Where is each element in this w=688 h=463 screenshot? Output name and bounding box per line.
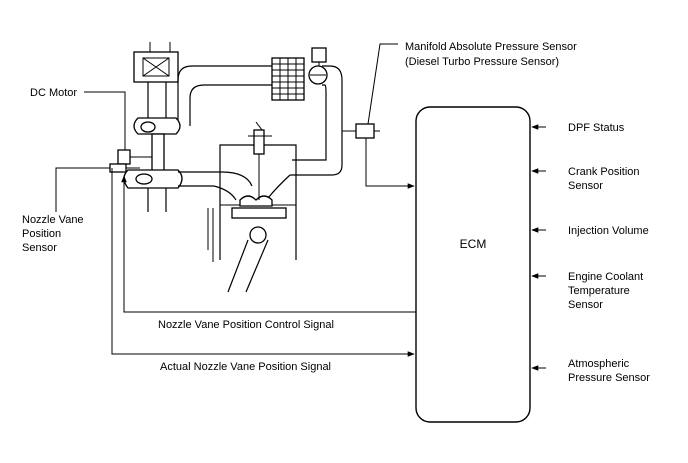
leader-lines xyxy=(55,91,126,212)
control-signal-line xyxy=(121,175,416,313)
map-sensor-label-line1: Manifold Absolute Pressure Sensor xyxy=(405,41,577,53)
ecm-label: ECM xyxy=(460,237,487,251)
coolant-temp-label-line3: Sensor xyxy=(568,299,603,311)
coolant-temp-label-line1: Engine Coolant xyxy=(568,271,643,283)
nozzle-sensor-label-line2: Position xyxy=(22,228,61,240)
nozzle-sensor-label-line1: Nozzle Vane xyxy=(22,214,84,226)
throttle-valve xyxy=(308,47,328,85)
intercooler xyxy=(271,57,305,101)
map-sensor xyxy=(342,43,415,189)
control-signal-label: Nozzle Vane Position Control Signal xyxy=(158,319,334,331)
atmospheric-pressure-label-line2: Pressure Sensor xyxy=(568,372,650,384)
injector xyxy=(248,121,272,200)
atmospheric-pressure-label-line1: Atmospheric xyxy=(568,358,630,370)
actual-signal-line xyxy=(111,168,415,357)
turbocharger xyxy=(123,117,183,212)
intake-pipe-loop xyxy=(177,65,343,176)
dpf-status-label: DPF Status xyxy=(568,122,625,134)
crank-position-label-line2: Sensor xyxy=(568,180,603,192)
dc-motor xyxy=(117,149,152,165)
intake-duct xyxy=(147,82,167,120)
actual-signal-label: Actual Nozzle Vane Position Signal xyxy=(160,361,331,373)
air-filter xyxy=(133,42,179,83)
ecm-input-arrows xyxy=(531,124,546,371)
dc-motor-label: DC Motor xyxy=(30,87,77,99)
map-sensor-label-line2: (Diesel Turbo Pressure Sensor) xyxy=(405,56,559,68)
injection-volume-label: Injection Volume xyxy=(568,225,649,237)
nozzle-sensor-label-line3: Sensor xyxy=(22,242,57,254)
engine-cylinder xyxy=(207,144,297,293)
crank-position-label-line1: Crank Position xyxy=(568,166,640,178)
coolant-temp-label-line2: Temperature xyxy=(568,285,630,297)
exhaust-manifold xyxy=(178,171,291,201)
ecm-box xyxy=(415,106,531,423)
